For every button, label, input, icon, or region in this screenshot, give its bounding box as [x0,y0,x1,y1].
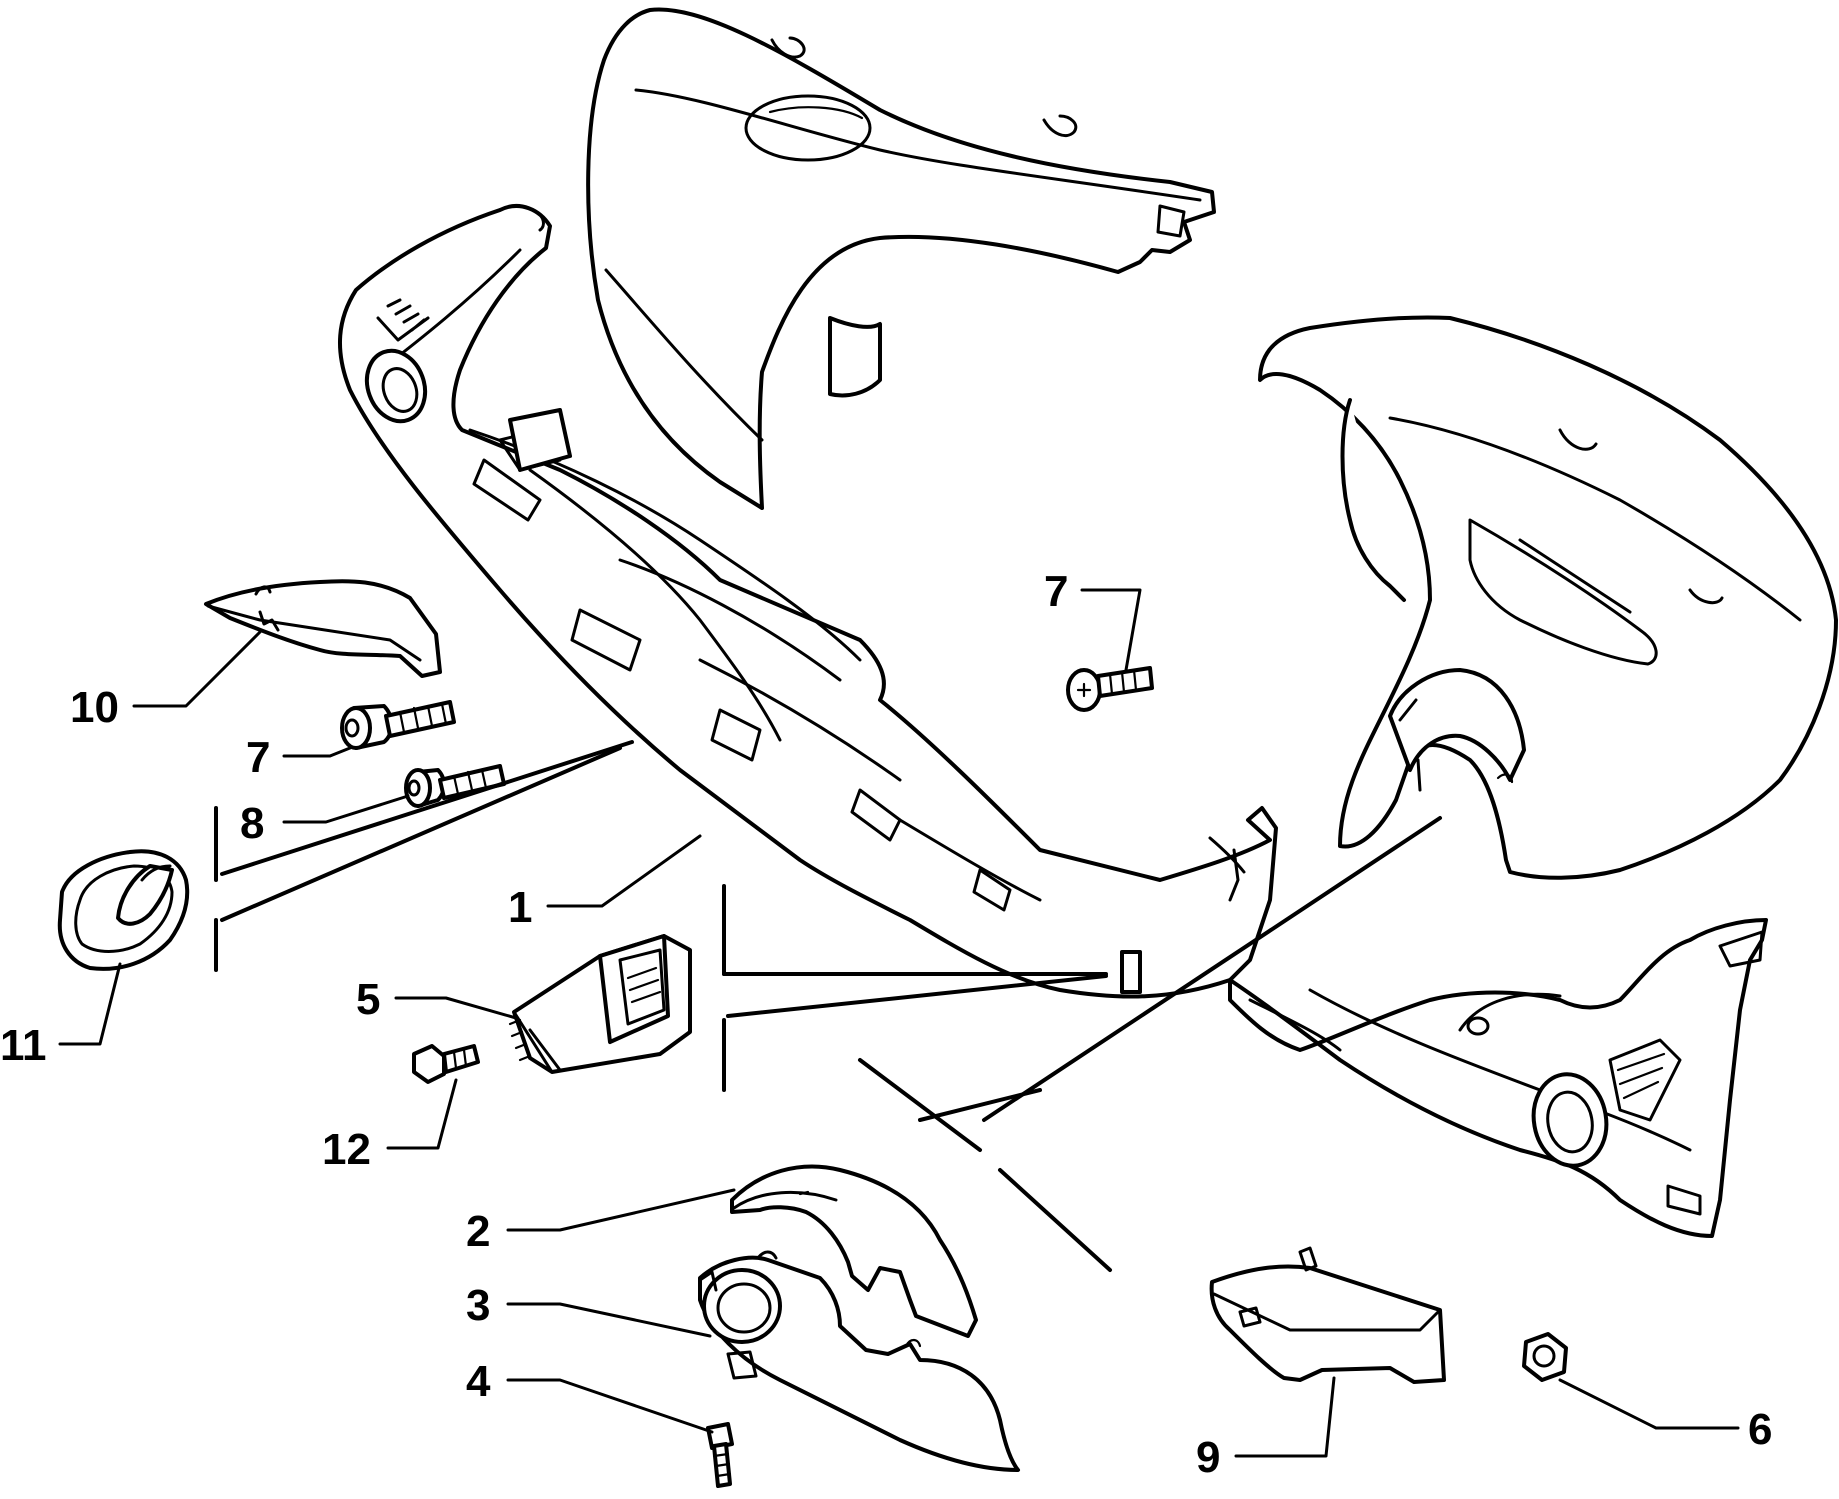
leader-4 [506,1378,714,1434]
leader-3 [506,1302,712,1338]
callout-8: 8 [240,799,264,848]
callout-6: 6 [1748,1405,1772,1454]
callout-labels: 10 7 8 11 1 5 12 2 3 4 7 9 6 [0,567,1772,1482]
callout-5: 5 [356,975,380,1024]
leader-11 [58,962,122,1046]
callout-1: 1 [508,883,532,932]
reference-bracket-5 [722,884,1142,1092]
part-11-grommet [57,849,190,971]
callout-10: 10 [70,683,119,732]
part-7-screw-left [340,700,456,750]
part-8-screw [404,764,506,808]
callout-4: 4 [466,1357,491,1406]
part-5-switch [508,934,692,1074]
leader-5 [394,996,518,1020]
part-6-nut [1522,1332,1568,1382]
leader-6 [1558,1378,1740,1430]
part-12-bolt [412,1044,480,1084]
part-3-lower-shroud [698,1250,1020,1472]
reference-bracket-11 [214,740,634,972]
right-dashboard-section [1258,315,1838,880]
leader-8 [282,794,410,824]
upper-instrument-cowl [586,7,1216,510]
leader-7b [1080,588,1142,672]
leader-10 [132,630,262,708]
part-2-upper-shroud [730,1164,978,1338]
part-4-screw [706,1422,734,1488]
assembly-division-lines [858,816,1442,1272]
leader-2 [506,1188,736,1232]
lower-dashboard-panel [338,204,1278,999]
callout-11: 11 [0,1021,47,1070]
leader-7a [282,746,352,758]
callout-7-left: 7 [246,733,270,782]
right-lower-dashboard [1228,918,1768,1238]
leader-lines [58,588,1740,1458]
part-7-screw-right [1066,666,1154,712]
leader-12 [386,1078,458,1150]
part-10-cover-flap [204,579,442,678]
callout-12: 12 [322,1125,371,1174]
leader-1 [546,834,702,908]
callout-2: 2 [466,1207,490,1256]
callout-3: 3 [466,1281,490,1330]
part-9-cover [1209,1246,1446,1384]
callout-7-right: 7 [1044,567,1068,616]
leader-9 [1234,1376,1336,1458]
callout-9: 9 [1196,1433,1220,1482]
